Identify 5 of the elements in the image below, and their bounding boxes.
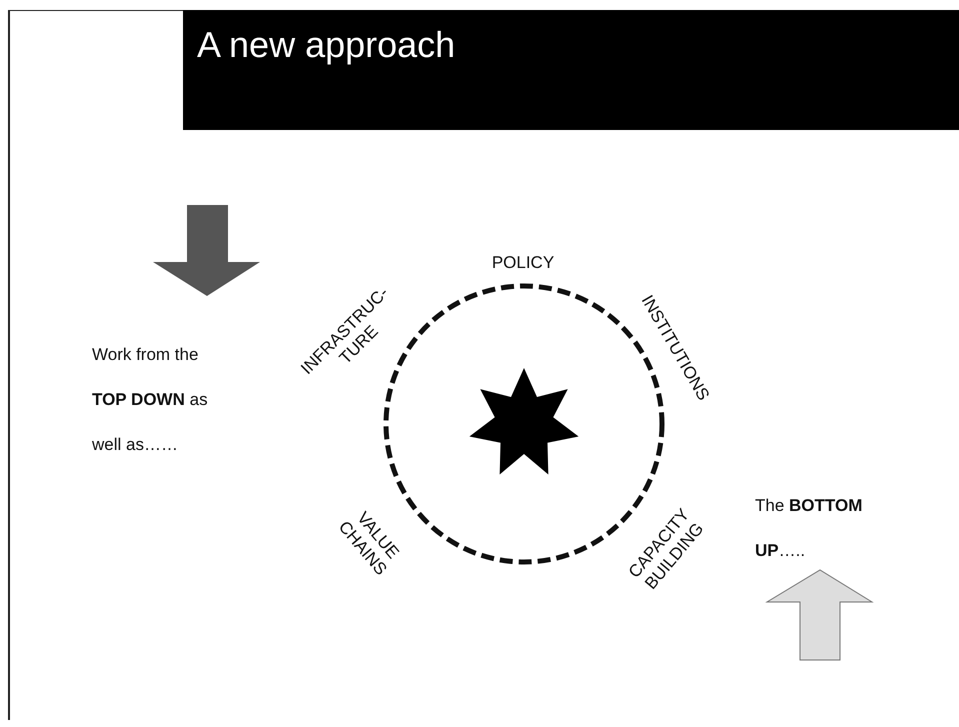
body-text: The BOTTOM UP….. — [755, 495, 864, 562]
ring-label: POLICY — [490, 253, 556, 273]
body-text: Work from the TOP DOWN as well as…… — [92, 344, 209, 456]
star-shape — [469, 368, 579, 474]
slide-title: A new approach — [197, 24, 456, 66]
